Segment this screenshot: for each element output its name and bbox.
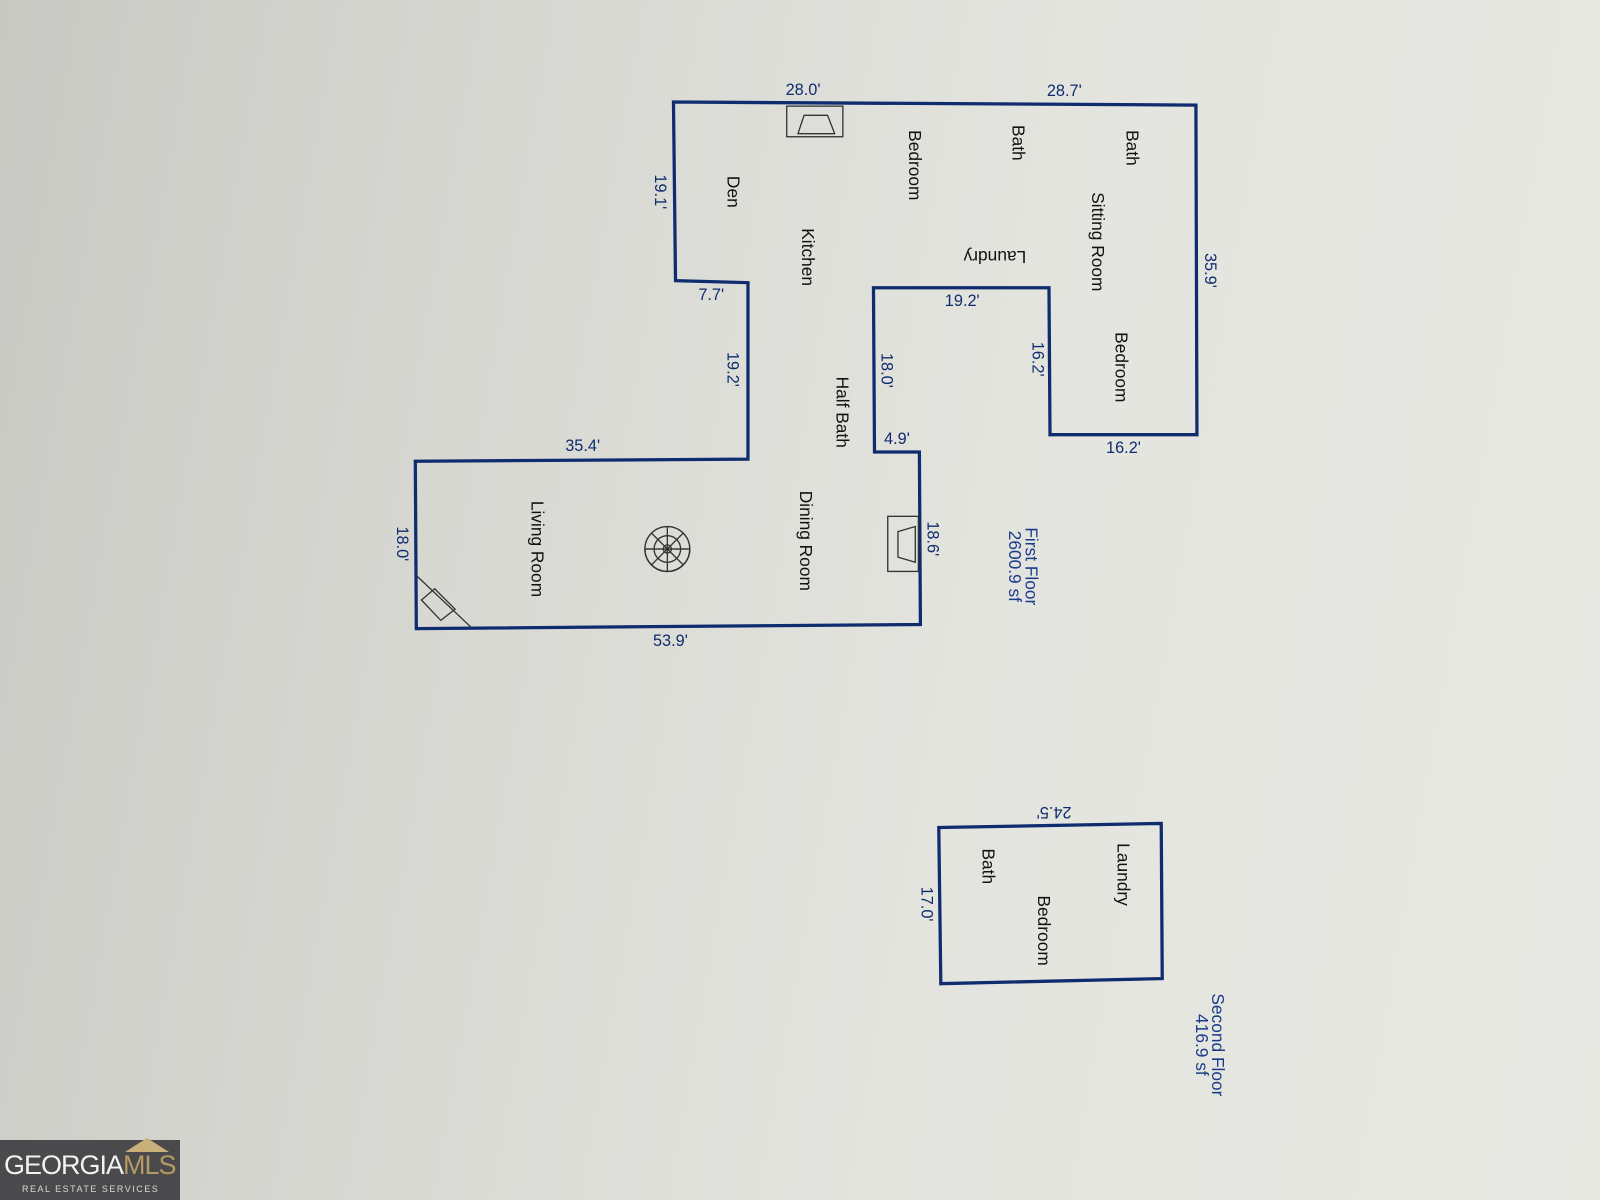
room-label-half-bath: Half Bath [833, 377, 853, 448]
room-label-bath: Bath [979, 848, 999, 884]
first-floor-outline [413, 100, 1199, 631]
roof-icon [125, 1138, 169, 1152]
room-label-sitting-room: Sitting Room [1088, 192, 1108, 291]
dimension-label: 53.9' [653, 632, 688, 650]
logo-tagline: REAL ESTATE SERVICES [22, 1184, 160, 1194]
spiral-staircase-icon [644, 525, 691, 573]
logo-wordmark: GEORGIAMLS [4, 1150, 177, 1181]
dimension-label: 16.2' [1029, 342, 1047, 377]
fireplace-icon [786, 105, 844, 138]
second-floor-title: Second Floor [1208, 993, 1228, 1096]
dimension-label: 19.2' [945, 292, 980, 310]
georgia-mls-logo: GEORGIAMLS REAL ESTATE SERVICES [0, 1138, 180, 1200]
dimension-label: 28.7' [1047, 82, 1082, 100]
room-label-laundry: Laundry [1113, 843, 1133, 906]
room-label-bedroom: Bedroom [905, 130, 925, 200]
dimension-label: 24.5' [1037, 803, 1072, 821]
room-label-kitchen: Kitchen [798, 228, 818, 286]
room-label-bath: Bath [1123, 130, 1143, 166]
dimension-label: 18.0' [878, 353, 896, 388]
second-floor-area: 416.9 sf [1192, 1014, 1212, 1076]
dimension-label: 18.0' [393, 526, 411, 561]
room-label-living-room: Living Room [528, 501, 548, 597]
dimension-label: 17.0' [917, 887, 935, 922]
first-floor-plan: Den Kitchen Bedroom Bath Bath Sitting Ro… [393, 81, 1219, 650]
second-floor-plan: 24.5' 17.0' Laundry Bedroom Bath Second … [917, 803, 1228, 1097]
room-label-bath: Bath [1008, 125, 1028, 161]
dimension-label: 19.2' [724, 352, 742, 387]
logo-brand-b: MLS [123, 1150, 177, 1180]
second-floor-outline [937, 821, 1164, 986]
dimension-label: 28.0' [786, 81, 821, 99]
dimension-label: 35.4' [565, 437, 600, 455]
dimension-label: 19.1' [651, 174, 669, 209]
first-floor-title: First Floor [1022, 527, 1042, 605]
fireplace-icon [887, 515, 920, 573]
dimension-label: 7.7' [698, 286, 724, 304]
room-label-bedroom: Bedroom [1111, 332, 1131, 402]
room-label-laundry: Laundry [963, 247, 1026, 267]
dimension-label: 16.2' [1106, 439, 1141, 457]
corner-fireplace-icon [415, 575, 472, 629]
dimension-label: 35.9' [1201, 253, 1219, 288]
first-floor-area: 2600.9 sf [1005, 531, 1025, 602]
dimension-label: 18.6' [924, 521, 942, 556]
dimension-label: 4.9' [884, 430, 910, 448]
room-label-den: Den [724, 176, 744, 208]
room-label-bedroom: Bedroom [1034, 895, 1054, 965]
logo-brand-a: GEORGIA [4, 1150, 124, 1180]
room-label-dining-room: Dining Room [796, 491, 816, 591]
